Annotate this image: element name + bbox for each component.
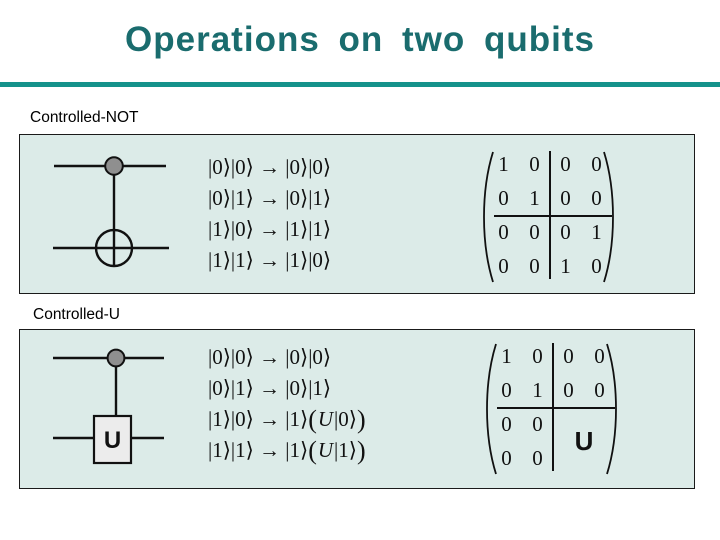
open-paren: ( — [308, 405, 317, 434]
cnot-panel: |0⟩|0⟩ → |0⟩|0⟩ |0⟩|1⟩ → |0⟩|1⟩ |1⟩|0⟩ →… — [19, 134, 695, 294]
matrix-cell: 0 — [594, 343, 605, 368]
matrix-cell: 0 — [560, 185, 571, 210]
matrix-cell: 1 — [532, 377, 543, 402]
section-label-controlled-u: Controlled-U — [33, 306, 121, 323]
control-dot-icon — [106, 348, 126, 368]
matrix-cell: 1 — [591, 219, 602, 244]
matrix-cell: 0 — [532, 411, 543, 436]
matrix-left-paren-icon — [483, 151, 494, 283]
matrix-cell: 0 — [560, 151, 571, 176]
page-title: Operations on two qubits — [125, 20, 595, 59]
section-label-controlled-not: Controlled-NOT — [30, 109, 139, 126]
mapping-line: |0⟩|0⟩ → |0⟩|0⟩ — [208, 155, 332, 179]
matrix-cell: 0 — [594, 377, 605, 402]
controlled-u-mappings: |0⟩|0⟩ → |0⟩|0⟩ |0⟩|1⟩ → |0⟩|1⟩ |1⟩|0⟩ →… — [208, 342, 468, 466]
mapping-line: |1⟩|0⟩ → |1⟩(U|0⟩) — [208, 404, 468, 435]
mapping-arg: |1⟩ — [334, 438, 357, 462]
close-paren: ) — [356, 436, 366, 465]
mapping-line: |1⟩|1⟩ → |1⟩(U|1⟩) — [208, 435, 468, 466]
matrix-right-paren-icon — [603, 151, 614, 283]
mapping-line: |0⟩|1⟩ → |0⟩|1⟩ — [208, 186, 332, 210]
controlled-u-matrix: 1 0 0 0 0 1 0 0 U 0 0 0 0 — [483, 339, 623, 477]
cnot-matrix: 1 0 0 0 0 1 0 0 0 0 0 1 0 0 1 0 — [480, 147, 620, 285]
matrix-block-divider-horizontal — [494, 215, 612, 217]
matrix-cell: 0 — [532, 343, 543, 368]
matrix-cell: 0 — [501, 377, 512, 402]
matrix-block-divider-horizontal — [497, 407, 615, 409]
mapping-line: |1⟩|1⟩ → |1⟩|0⟩ — [208, 248, 332, 272]
open-paren: ( — [308, 436, 317, 465]
matrix-cell: 0 — [591, 151, 602, 176]
matrix-cell: 0 — [529, 151, 540, 176]
cnot-circuit-diagram — [53, 156, 169, 268]
matrix-entries: 1 0 0 0 0 1 0 0 U 0 0 0 0 — [491, 339, 615, 475]
matrix-left-paren-icon — [486, 343, 497, 475]
matrix-cell: 0 — [529, 253, 540, 278]
operator-u: U — [317, 407, 334, 431]
mapping-line: |0⟩|1⟩ → |0⟩|1⟩ — [208, 376, 332, 400]
matrix-cell: 0 — [498, 185, 509, 210]
control-dot-icon — [104, 156, 124, 176]
cnot-mappings: |0⟩|0⟩ → |0⟩|0⟩ |0⟩|1⟩ → |0⟩|1⟩ |1⟩|0⟩ →… — [208, 152, 468, 276]
title-divider — [0, 82, 720, 87]
matrix-cell: 0 — [591, 253, 602, 278]
mapping-arg: |0⟩ — [334, 407, 357, 431]
matrix-cell: 0 — [563, 377, 574, 402]
matrix-cell: 0 — [501, 411, 512, 436]
u-gate-box — [92, 414, 133, 465]
matrix-cell: 0 — [563, 343, 574, 368]
mapping-prefix: |1⟩|0⟩ → |1⟩ — [208, 407, 309, 431]
matrix-cell: 0 — [501, 445, 512, 470]
matrix-right-paren-icon — [606, 343, 617, 475]
close-paren: ) — [356, 405, 366, 434]
matrix-cell: 1 — [501, 343, 512, 368]
matrix-cell: 1 — [529, 185, 540, 210]
matrix-cell: 0 — [560, 219, 571, 244]
xor-target-icon — [94, 228, 134, 268]
matrix-u-block: U — [574, 425, 594, 456]
matrix-cell: 0 — [591, 185, 602, 210]
matrix-cell: 0 — [529, 219, 540, 244]
matrix-cell: 1 — [498, 151, 509, 176]
controlled-u-panel: U |0⟩|0⟩ → |0⟩|0⟩ |0⟩|1⟩ → |0⟩|1⟩ |1⟩|0⟩… — [19, 329, 695, 489]
mapping-prefix: |1⟩|1⟩ → |1⟩ — [208, 438, 309, 462]
mapping-line: |0⟩|0⟩ → |0⟩|0⟩ — [208, 345, 332, 369]
u-gate-label: U — [104, 427, 121, 454]
matrix-cell: 0 — [498, 253, 509, 278]
matrix-cell: 0 — [532, 445, 543, 470]
controlled-u-circuit-diagram: U — [53, 348, 164, 465]
mapping-line: |1⟩|0⟩ → |1⟩|1⟩ — [208, 217, 332, 241]
matrix-entries: 1 0 0 0 0 1 0 0 0 0 0 1 0 0 1 0 — [488, 147, 612, 283]
operator-u: U — [317, 438, 334, 462]
matrix-cell: 1 — [560, 253, 571, 278]
matrix-cell: 0 — [498, 219, 509, 244]
